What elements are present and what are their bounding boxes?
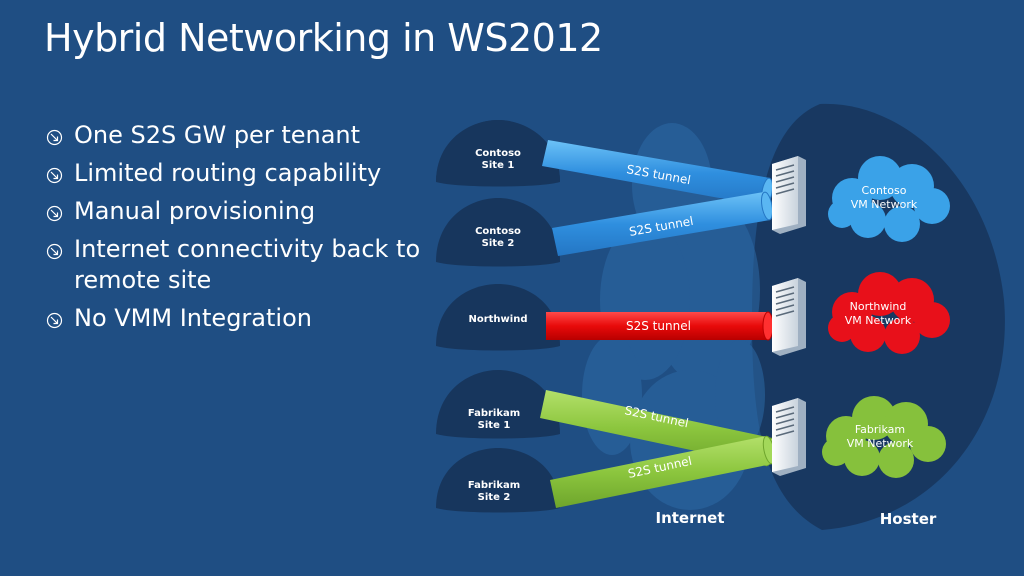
site-name: Fabrikam [468, 480, 520, 491]
arrow-circle-icon [46, 243, 63, 260]
site-dome-fabrikam-2: Fabrikam Site 2 [436, 448, 560, 513]
bullet-text: Limited routing capability [74, 159, 382, 187]
site-name: Contoso [475, 226, 521, 237]
bullet-item: No VMM Integration [44, 303, 424, 334]
slide-title: Hybrid Networking in WS2012 [44, 16, 603, 60]
site-sub: Site 1 [482, 160, 515, 171]
bullet-item: Internet connectivity back to remote sit… [44, 234, 424, 296]
bullet-item: One S2S GW per tenant [44, 120, 424, 151]
site-dome-contoso-2: Contoso Site 2 [436, 198, 560, 267]
arrow-circle-icon [46, 312, 63, 329]
arrow-circle-icon [46, 167, 63, 184]
internet-label: Internet [655, 509, 724, 527]
site-sub: Site 2 [482, 238, 515, 249]
vm-network-cloud-fabrikam: Fabrikam VM Network [822, 396, 946, 478]
server-icon [772, 156, 806, 234]
tunnel-fabrikam-2: S2S tunnel [550, 435, 776, 508]
server-icon [772, 398, 806, 476]
site-name: Fabrikam [468, 408, 520, 419]
vm-network-cloud-contoso: Contoso VM Network [828, 156, 950, 242]
bullet-list: One S2S GW per tenant Limited routing ca… [44, 120, 424, 341]
site-sub: Site 2 [478, 492, 511, 503]
network-sub: VM Network [847, 437, 914, 450]
server-icon [772, 278, 806, 356]
bullet-text: Internet connectivity back to remote sit… [74, 235, 421, 294]
network-name: Contoso [862, 184, 907, 197]
tunnel-northwind: S2S tunnel [546, 311, 774, 341]
hoster-label: Hoster [880, 510, 937, 528]
network-sub: VM Network [851, 198, 918, 211]
site-name: Northwind [468, 314, 527, 325]
site-dome-fabrikam-1: Fabrikam Site 1 [436, 370, 560, 439]
bullet-item: Manual provisioning [44, 196, 424, 227]
tunnel-label: S2S tunnel [626, 319, 691, 333]
bullet-item: Limited routing capability [44, 158, 424, 189]
arrow-circle-icon [46, 129, 63, 146]
network-name: Fabrikam [855, 423, 905, 436]
network-name: Northwind [850, 300, 907, 313]
site-dome-northwind: Northwind [436, 284, 560, 351]
site-dome-contoso-1: Contoso Site 1 [436, 120, 560, 187]
arrow-circle-icon [46, 205, 63, 222]
network-sub: VM Network [845, 314, 912, 327]
site-name: Contoso [475, 148, 521, 159]
vm-network-cloud-northwind: Northwind VM Network [828, 272, 950, 354]
bullet-text: One S2S GW per tenant [74, 121, 361, 149]
site-sub: Site 1 [478, 420, 511, 431]
bullet-text: No VMM Integration [74, 304, 312, 332]
bullet-text: Manual provisioning [74, 197, 316, 225]
